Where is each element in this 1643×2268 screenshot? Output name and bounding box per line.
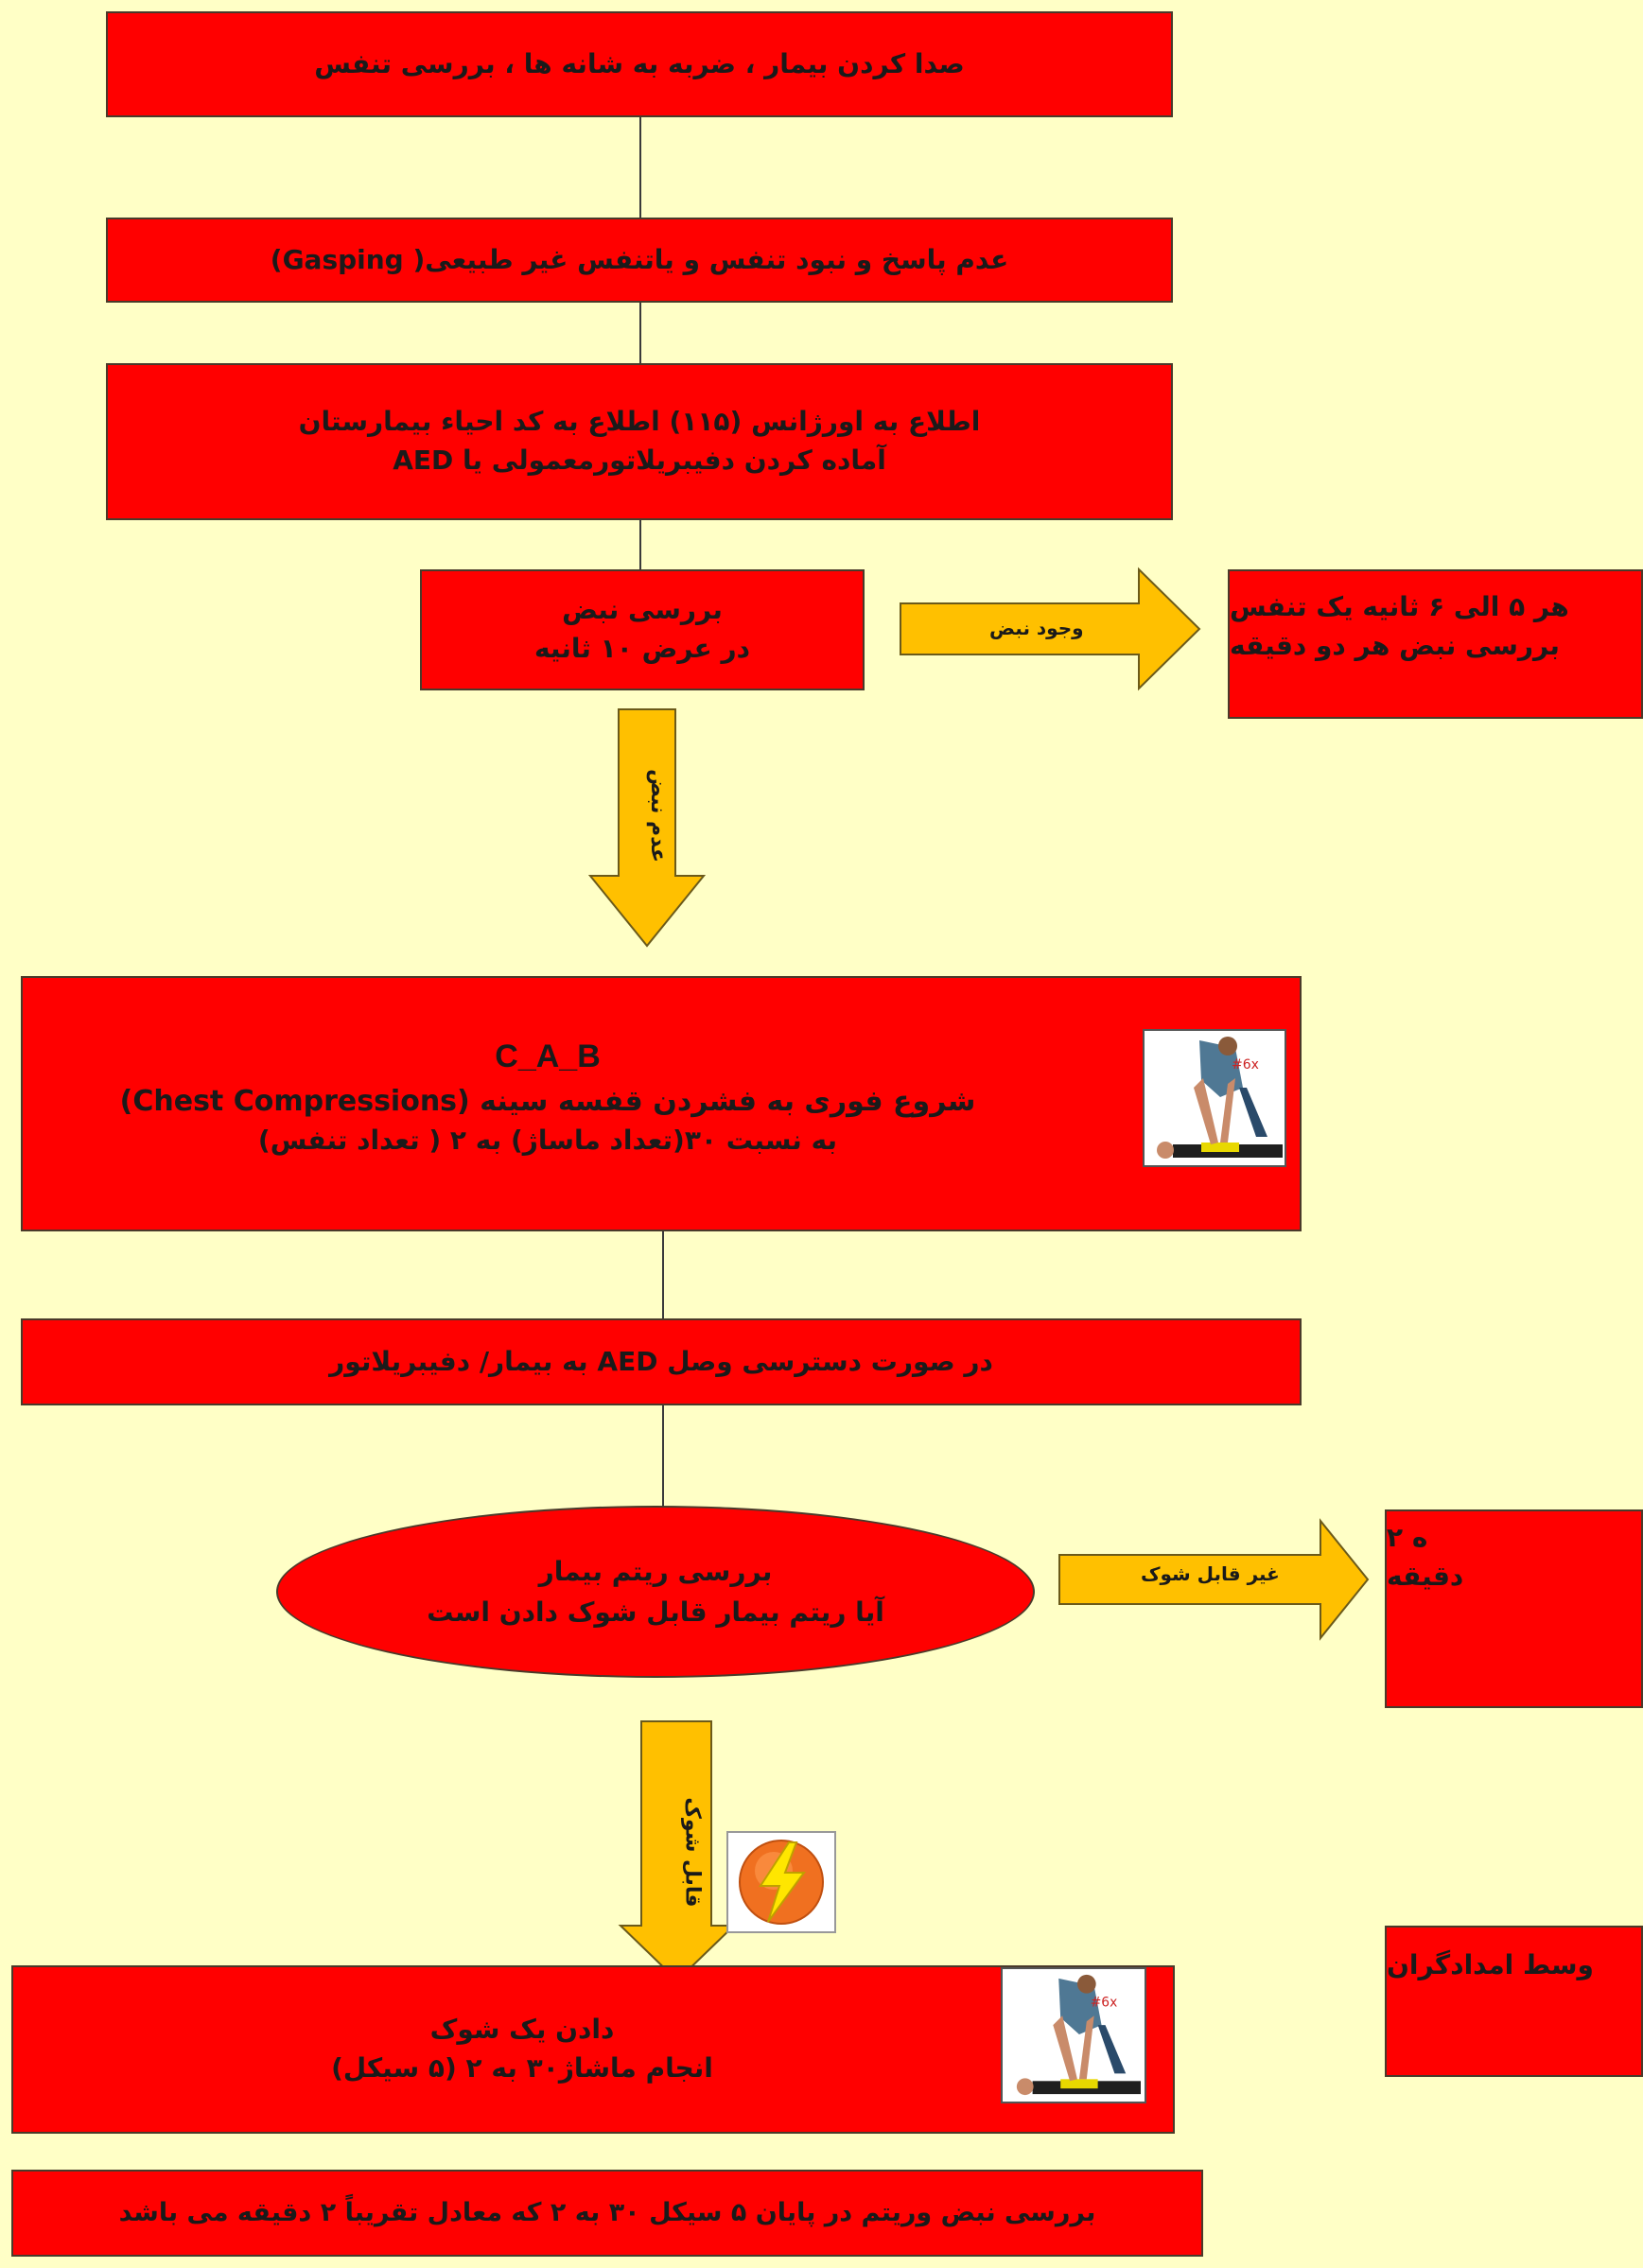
lightning-icon [726,1831,836,1933]
pulse-present-label: وجود نبض [989,617,1084,639]
connector-line [639,115,641,218]
no-pulse-label: عدم نبض [645,769,670,863]
shockable-arrow [618,1720,737,1982]
cab-box: C_A_B شروع فوری به فشردن قفسه سینه (Ches… [21,976,1302,1231]
pulse-check-line1: بررسی نبض [562,594,723,626]
svg-text:#6x: #6x [1232,1057,1259,1073]
aed-connect-box: در صورت دسترسی وصل AED به بیمار/ دفیبریل… [21,1318,1302,1405]
pulse-present-arrow [900,567,1201,691]
pulse-present-line1: هر ۵ الی ۶ ثانیه یک تنفس [1230,591,1569,622]
shock-box: دادن یک شوک انجام ماشاژ۳۰ به ۲ (۵ سیکل) [11,1965,1175,2134]
cab-line2: به نسبت ۳۰(تعداد ماساژ) به ۲ ( تعداد تنف… [257,1125,838,1157]
step-notify-emergency-box: اطلاع به اورژانس (۱۱۵) اطلاع به کد احیاء… [106,363,1173,520]
step-notify-line1: اطلاع به اورژانس (۱۱۵) اطلاع به کد احیاء… [298,406,981,438]
rescuers-text: وسط امدادگران [1387,1949,1594,1980]
final-check-text: بررسی نبض وریتم در پایان ۵ سیکل ۳۰ به ۲ … [118,2198,1096,2228]
step-no-response-text: عدم پاسخ و نبود تنفس و یاتنفس غیر طبیعی(… [270,243,1009,275]
rescuers-box: وسط امدادگران [1385,1926,1643,2077]
pulse-check-box: بررسی نبض در عرض ۱۰ ثانیه [420,569,865,690]
no-pulse-arrow [587,708,707,948]
shockable-label: قابل شوک [680,1797,705,1908]
svg-text:#6x: #6x [1091,1995,1118,2010]
step-no-response-box: عدم پاسخ و نبود تنفس و یاتنفس غیر طبیعی(… [106,218,1173,303]
connector-line [639,518,641,569]
not-shockable-line2: دقیقه [1387,1560,1464,1592]
not-shockable-line1: ه ۲ [1387,1522,1428,1553]
shock-line1: دادن یک شوک [429,2014,615,2046]
cab-title: C_A_B [495,1038,601,1075]
step-notify-line2: آماده کردن دفیبریلاتورمعمولی یا AED [393,445,886,476]
cpr-image-2: #6x [1001,1967,1146,2103]
step-call-patient-box: صدا کردن بیمار ، ضربه به شانه ها ، بررسی… [106,11,1173,117]
connector-line [662,1230,664,1319]
shock-line2: انجام ماشاژ۳۰ به ۲ (۵ سیکل) [331,2052,713,2084]
final-check-box: بررسی نبض وریتم در پایان ۵ سیکل ۳۰ به ۲ … [11,2170,1203,2257]
not-shockable-arrow [1058,1518,1370,1641]
pulse-present-line2: بررسی نبض هر دو دقیقه [1230,629,1560,661]
rhythm-check-ellipse: بررسی ریتم بیمار آیا ریتم بیمار قابل شوک… [276,1506,1035,1678]
step-call-patient-text: صدا کردن بیمار ، ضربه به شانه ها ، بررسی… [314,47,965,79]
connector-line [662,1404,664,1508]
pulse-check-line2: در عرض ۱۰ ثانیه [533,633,751,664]
pulse-present-box: هر ۵ الی ۶ ثانیه یک تنفس بررسی نبض هر دو… [1228,569,1643,719]
not-shockable-box: ه ۲ دقیقه [1385,1509,1643,1708]
aed-connect-text: در صورت دسترسی وصل AED به بیمار/ دفیبریل… [329,1345,993,1377]
not-shockable-label: غیر قابل شوک [1141,1562,1280,1585]
rhythm-check-line2: آیا ریتم بیمار قابل شوک دادن است [427,1596,884,1628]
cab-line1: شروع فوری به فشردن قفسه سینه (Chest Comp… [119,1084,976,1118]
connector-line [639,301,641,363]
rhythm-check-line1: بررسی ریتم بیمار [538,1555,773,1587]
cpr-image: #6x [1143,1029,1286,1167]
